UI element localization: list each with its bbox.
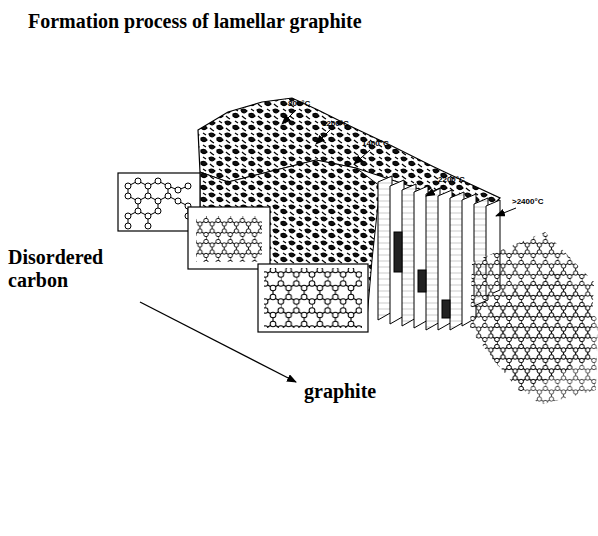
inset-hex-large [258, 264, 368, 332]
diagram-title: Formation process of lamellar graphite [28, 10, 362, 33]
temperature-label: 2200°C [438, 175, 465, 184]
process-arrow [140, 302, 296, 382]
temperature-label: >2400°C [512, 197, 543, 206]
temperature-label: 800°C [288, 99, 310, 108]
inset-hex-small [188, 207, 270, 269]
start-label: Disordered carbon [8, 246, 148, 292]
graphite-lattice [470, 230, 598, 408]
temperature-label: 1400°C [362, 139, 389, 148]
pointer-arrows [282, 110, 516, 216]
end-label: graphite [304, 380, 376, 403]
temperature-label: 1200°C [322, 119, 349, 128]
